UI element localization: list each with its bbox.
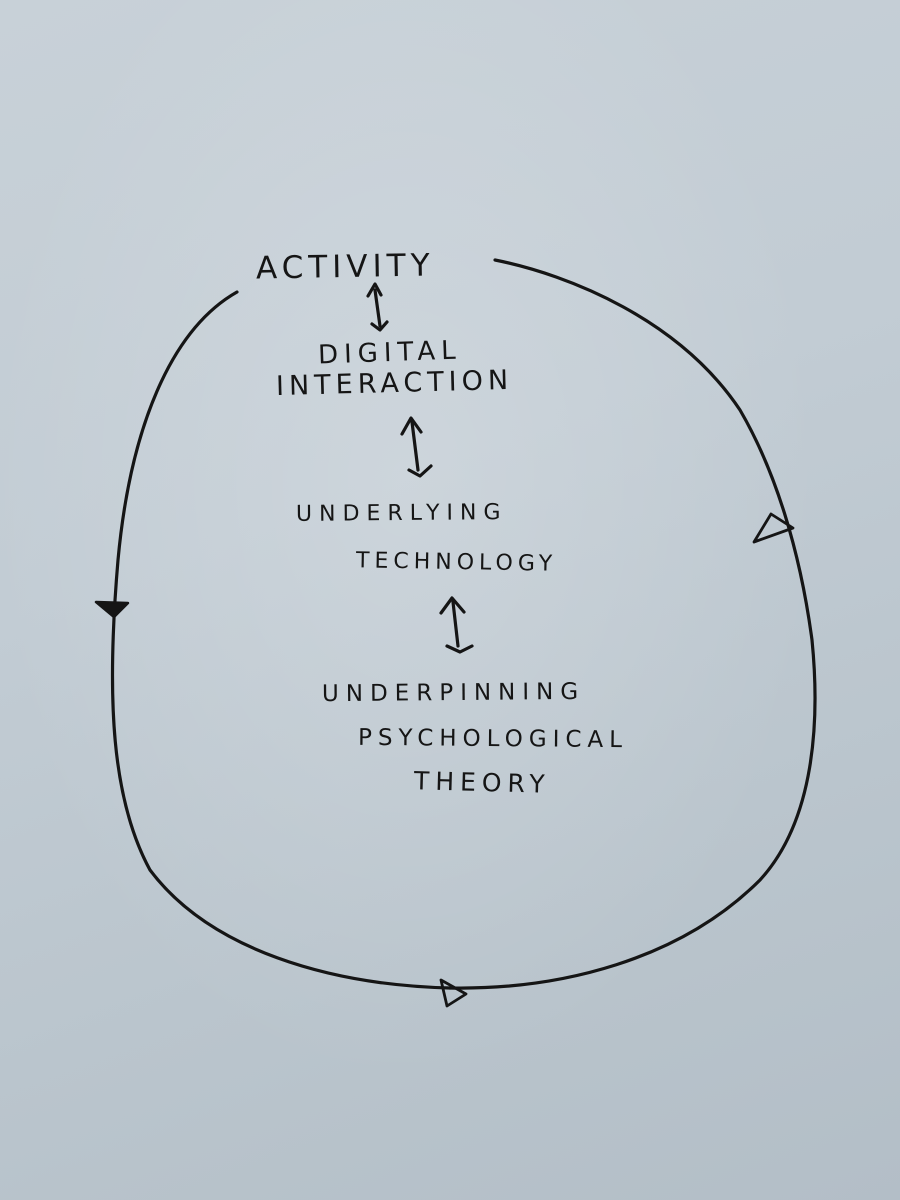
cycle-arrowhead-left	[94, 600, 130, 619]
double-arrow-technology-theory	[439, 596, 474, 654]
node-activity: ACTIVITY	[255, 247, 435, 287]
cycle-loop-left-arc	[110, 290, 452, 990]
node-interaction: INTERACTION	[275, 364, 514, 403]
double-arrow-activity-digital	[366, 282, 389, 332]
node-technology: TECHNOLOGY	[355, 548, 558, 577]
node-theory: THEORY	[413, 766, 551, 799]
cycle-arrowhead-bottom	[439, 978, 468, 1008]
node-underlying: UNDERLYING	[295, 500, 508, 527]
cycle-arrowhead-right	[752, 512, 795, 544]
cycle-loop-right-arc	[448, 258, 817, 990]
node-psychological: PSYCHOLOGICAL	[357, 724, 629, 754]
node-digital: DIGITAL	[317, 335, 463, 371]
node-underpinning: UNDERPINNING	[321, 678, 586, 708]
double-arrow-digital-technology	[400, 416, 433, 478]
